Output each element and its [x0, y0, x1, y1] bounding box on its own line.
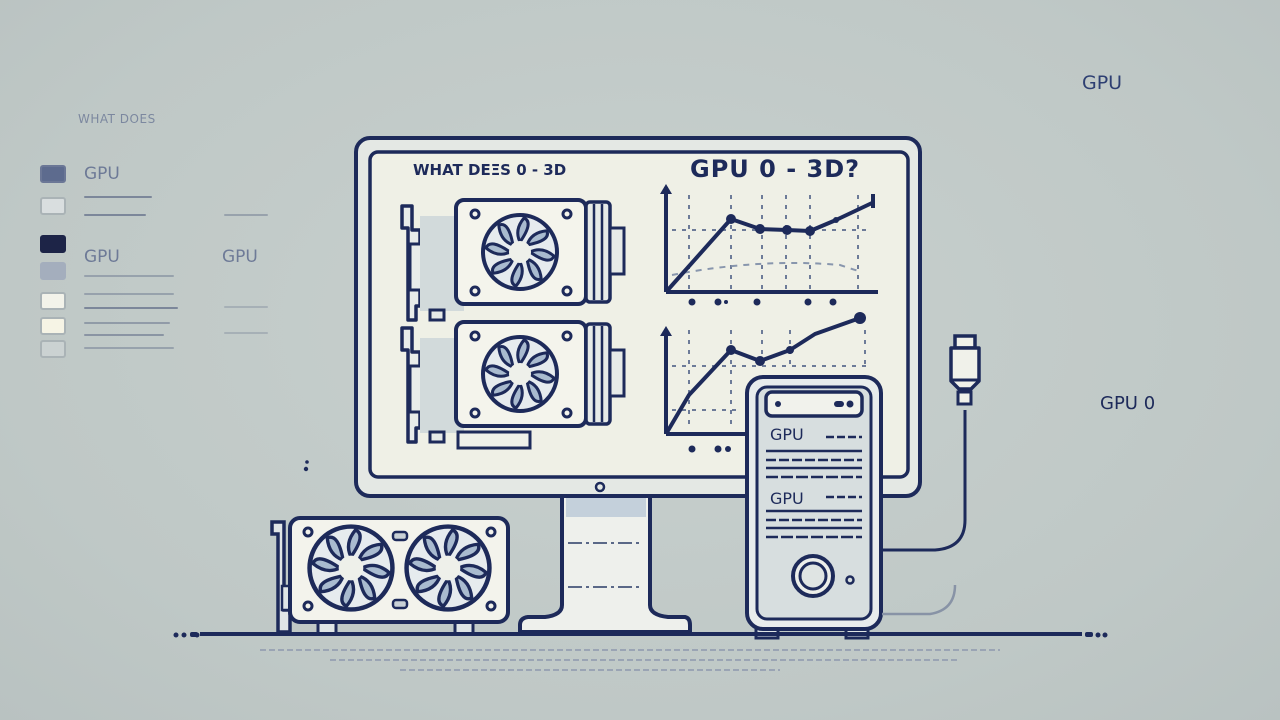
legend-line — [84, 293, 174, 295]
monitor-title-left: WHAT DΕΞS 0 - 3D — [413, 161, 567, 179]
legend-line — [224, 332, 268, 334]
legend-line — [84, 307, 178, 309]
left-heading: WHAT DOES — [78, 112, 156, 126]
legend-line — [84, 275, 174, 277]
legend-line — [84, 196, 152, 198]
legend-line — [84, 347, 174, 349]
dual-fan-gpu — [270, 516, 510, 636]
swatch-blue — [40, 262, 66, 280]
swatch-grey — [40, 340, 66, 358]
tower-label-bottom: GPU — [770, 489, 804, 508]
legend-line — [84, 322, 170, 324]
tower-label-top: GPU — [770, 425, 804, 444]
legend-line — [224, 214, 268, 216]
legend-line — [84, 214, 146, 216]
left-gpu-label-3: GPU — [222, 247, 258, 267]
right-gpu-label: GPU — [1082, 72, 1123, 94]
swatch-dark — [40, 165, 66, 183]
chart-1 — [660, 184, 878, 306]
legend-line — [84, 334, 164, 336]
swatch-white — [40, 292, 66, 310]
monitor-title-right: GPU 0 - 3D? — [690, 155, 861, 183]
swatch-navy — [40, 235, 66, 253]
left-gpu-label-2: GPU — [84, 247, 120, 267]
swatch-cream — [40, 317, 66, 335]
chart-2 — [660, 312, 870, 453]
legend-line — [224, 306, 268, 308]
right-gpu0-label: GPU 0 — [1100, 393, 1156, 414]
swatch-light — [40, 197, 66, 215]
left-gpu-label-1: GPU — [84, 164, 120, 184]
